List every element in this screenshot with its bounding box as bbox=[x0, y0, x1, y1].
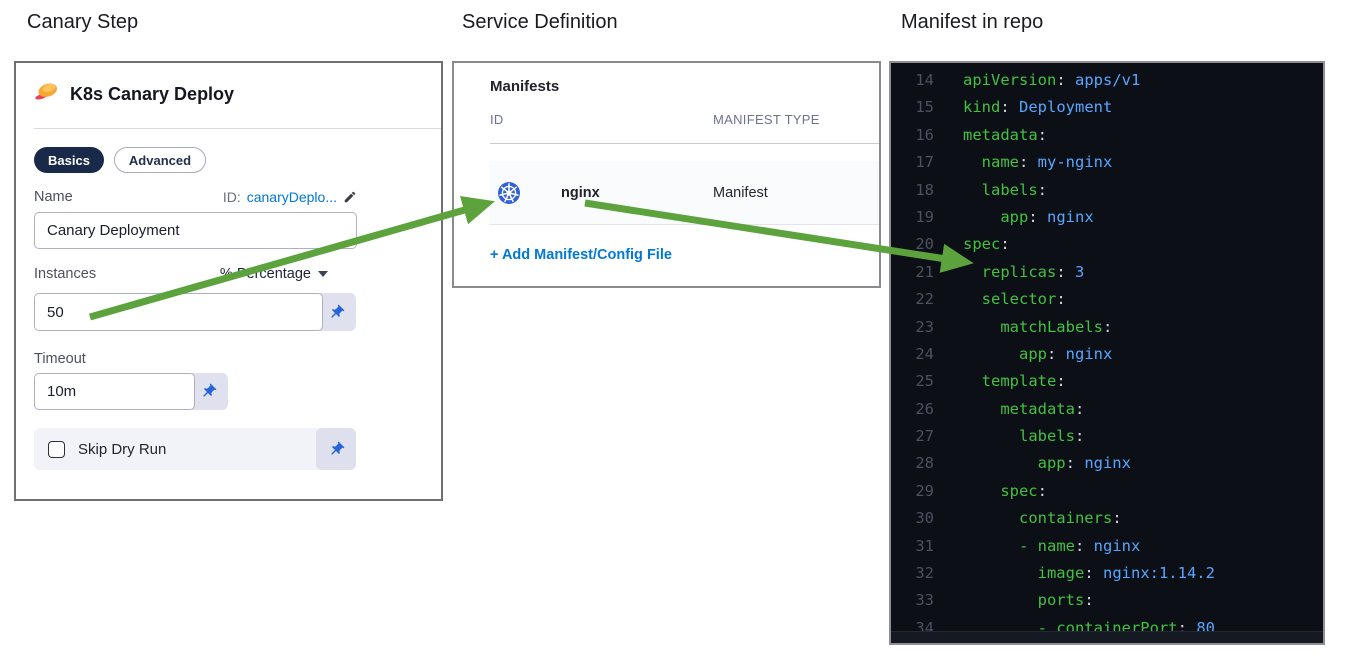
manifests-title: Manifests bbox=[490, 78, 560, 95]
manifest-row-id: nginx bbox=[561, 184, 600, 201]
line-number: 16 bbox=[915, 125, 934, 144]
timeout-input-group bbox=[34, 373, 228, 410]
header-divider bbox=[34, 128, 441, 129]
line-number: 32 bbox=[915, 564, 934, 583]
instances-input[interactable] bbox=[34, 293, 323, 331]
line-number: 15 bbox=[915, 98, 934, 117]
line-number: 17 bbox=[915, 153, 934, 172]
name-input[interactable] bbox=[34, 212, 357, 249]
line-number: 24 bbox=[915, 344, 934, 363]
line-number: 31 bbox=[915, 536, 934, 555]
heading-service-definition: Service Definition bbox=[462, 11, 618, 33]
line-number: 33 bbox=[915, 591, 934, 610]
heading-canary-step: Canary Step bbox=[27, 11, 139, 33]
line-number: 22 bbox=[915, 290, 934, 309]
canary-bird-icon bbox=[34, 81, 60, 108]
line-number: 21 bbox=[915, 262, 934, 281]
line-number: 14 bbox=[915, 71, 934, 89]
manifest-table-row[interactable]: nginx Manifest bbox=[490, 161, 879, 225]
timeout-input[interactable] bbox=[34, 373, 195, 410]
unit-dropdown-value: % Percentage bbox=[219, 266, 311, 282]
heading-manifest-in-repo: Manifest in repo bbox=[901, 11, 1044, 33]
instances-label: Instances bbox=[34, 266, 97, 282]
line-number: 30 bbox=[915, 509, 934, 528]
horizontal-scrollbar[interactable] bbox=[891, 631, 1323, 643]
line-number: 19 bbox=[915, 207, 934, 226]
id-prefix: ID: bbox=[222, 189, 241, 205]
timeout-label: Timeout bbox=[34, 351, 86, 367]
instances-input-group bbox=[34, 293, 356, 331]
code-line: 31- name: nginx bbox=[891, 533, 1323, 560]
kubernetes-icon bbox=[497, 181, 521, 205]
pin-icon bbox=[202, 383, 216, 397]
canary-step-panel: K8s Canary Deploy Basics Advanced Name I… bbox=[14, 61, 443, 501]
service-definition-panel: Manifests ID MANIFEST TYPE nginx Ma bbox=[452, 61, 881, 288]
manifest-row-type: Manifest bbox=[713, 184, 768, 201]
tab-advanced[interactable]: Advanced bbox=[113, 147, 207, 173]
skip-dry-run-label: Skip Dry Run bbox=[78, 440, 167, 458]
add-manifest-link[interactable]: + Add Manifest/Config File bbox=[490, 247, 672, 263]
line-number: 27 bbox=[915, 427, 934, 446]
line-number: 29 bbox=[915, 481, 934, 500]
pin-icon bbox=[330, 441, 344, 454]
pin-icon bbox=[330, 304, 344, 317]
tab-basics[interactable]: Basics bbox=[34, 147, 104, 173]
table-header-divider bbox=[490, 143, 879, 144]
step-id-link[interactable]: canaryDeplo... bbox=[246, 189, 337, 205]
column-header-manifest-type: MANIFEST TYPE bbox=[713, 112, 820, 127]
instances-unit-dropdown[interactable]: % Percentage bbox=[220, 266, 328, 282]
line-number: 28 bbox=[915, 454, 934, 473]
column-header-id: ID bbox=[490, 112, 504, 127]
line-number: 25 bbox=[915, 372, 934, 391]
name-label: Name bbox=[34, 189, 73, 205]
line-number: 23 bbox=[915, 317, 934, 336]
skip-dry-run-checkbox[interactable] bbox=[48, 440, 65, 458]
chevron-down-icon bbox=[318, 271, 328, 277]
skip-dry-run-pin-button[interactable] bbox=[316, 428, 356, 470]
line-number: 26 bbox=[915, 399, 934, 418]
edit-pencil-icon[interactable] bbox=[343, 190, 357, 204]
line-number: 18 bbox=[915, 180, 934, 199]
skip-dry-run-row: Skip Dry Run bbox=[34, 428, 356, 470]
step-title: K8s Canary Deploy bbox=[70, 84, 235, 104]
line-number: 20 bbox=[915, 235, 934, 254]
